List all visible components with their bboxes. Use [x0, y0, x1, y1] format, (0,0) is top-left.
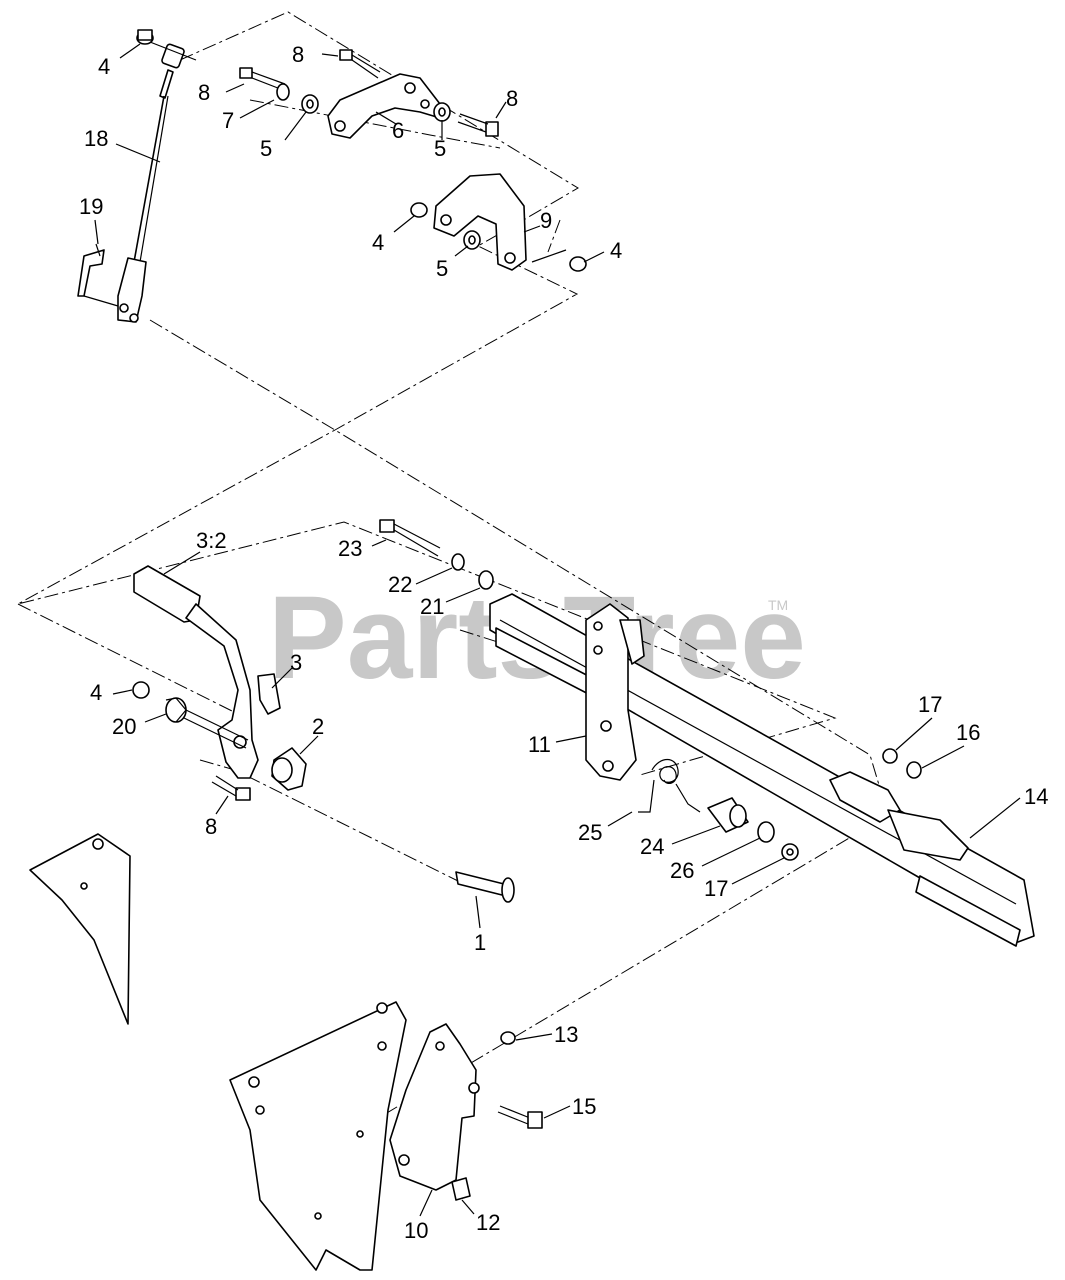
- callout-10: 10: [404, 1218, 428, 1243]
- part-8-bolt-d: [211, 775, 251, 801]
- part-3-handle: [133, 565, 281, 779]
- callout-labels: 4 8 8 8 7 5 6 5 18 19 9 4 4 5 3:2 23 22 …: [79, 42, 1048, 1243]
- part-7-washer: [276, 83, 290, 101]
- callout-3: 3: [290, 650, 302, 675]
- part-4-nut-right: [569, 256, 587, 272]
- callout-1: 1: [474, 930, 486, 955]
- part-1-pin: [455, 871, 515, 903]
- part-18-rod: [117, 41, 197, 323]
- watermark-tm: TM: [768, 597, 788, 613]
- callout-24: 24: [640, 834, 664, 859]
- callout-4-c: 4: [610, 238, 622, 263]
- callout-11: 11: [528, 732, 551, 757]
- part-4-nut-handle: [132, 681, 150, 699]
- callout-13: 13: [554, 1022, 578, 1047]
- part-23-bolt: [379, 519, 441, 557]
- callout-21: 21: [420, 594, 444, 619]
- callout-22: 22: [388, 572, 412, 597]
- part-13-nut: [500, 1031, 516, 1045]
- part-11-plate: [585, 603, 645, 781]
- callout-4-a: 4: [98, 54, 110, 79]
- part-19-clip: [77, 243, 119, 307]
- leader-lines: [94, 43, 1021, 1217]
- callout-16: 16: [956, 720, 980, 745]
- part-12-pin: [451, 1177, 471, 1201]
- part-20-spacer: [165, 697, 249, 749]
- callout-19: 19: [79, 194, 103, 219]
- callout-20: 20: [112, 714, 136, 739]
- callout-8-d: 8: [205, 814, 217, 839]
- part-8-bolt-c: [457, 113, 499, 137]
- callout-14: 14: [1024, 784, 1048, 809]
- part-9-bracket: [433, 173, 567, 271]
- part-8-bolt-b: [339, 49, 381, 79]
- callout-7: 7: [222, 108, 234, 133]
- callout-2: 2: [312, 714, 324, 739]
- callout-9: 9: [540, 208, 552, 233]
- part-17-nut-upper: [882, 748, 898, 764]
- part-24-sleeve: [707, 797, 749, 833]
- part-4-nut-top: [136, 29, 154, 45]
- part-6-plate: [327, 73, 441, 139]
- part-22-washer: [451, 553, 465, 571]
- callout-8-c: 8: [506, 86, 518, 111]
- callout-15: 15: [572, 1094, 596, 1119]
- callout-5-a: 5: [260, 136, 272, 161]
- callout-25: 25: [578, 820, 602, 845]
- frame-lower: [229, 1001, 407, 1271]
- callout-8-b: 8: [198, 80, 210, 105]
- part-21-bushing: [478, 570, 494, 590]
- part-5-bushing-a: [301, 94, 319, 114]
- part-16-washer: [906, 761, 922, 779]
- part-5-bushing-b: [433, 102, 451, 122]
- frame-fragment-left: [29, 833, 131, 1025]
- part-4-nut-mid: [410, 202, 428, 218]
- callout-17-a: 17: [918, 692, 942, 717]
- callout-5-b: 5: [434, 136, 446, 161]
- callout-26: 26: [670, 858, 694, 883]
- part-5-bushing-c: [463, 230, 481, 250]
- callout-12: 12: [476, 1210, 500, 1235]
- part-10-plate: [389, 1023, 480, 1191]
- callout-23: 23: [338, 536, 362, 561]
- callout-8-a: 8: [292, 42, 304, 67]
- part-26-washer: [757, 821, 775, 843]
- callout-6: 6: [392, 118, 404, 143]
- callout-18: 18: [84, 126, 108, 151]
- callout-4-d: 4: [90, 680, 102, 705]
- part-17-nut-lower: [781, 843, 799, 861]
- callout-17-b: 17: [704, 876, 728, 901]
- callout-3-2: 3:2: [196, 528, 227, 553]
- part-25-spring: [638, 758, 701, 813]
- part-15-bolt: [497, 1105, 543, 1129]
- part-2-bushing: [271, 747, 307, 791]
- callout-5-c: 5: [436, 256, 448, 281]
- callout-4-b: 4: [372, 230, 384, 255]
